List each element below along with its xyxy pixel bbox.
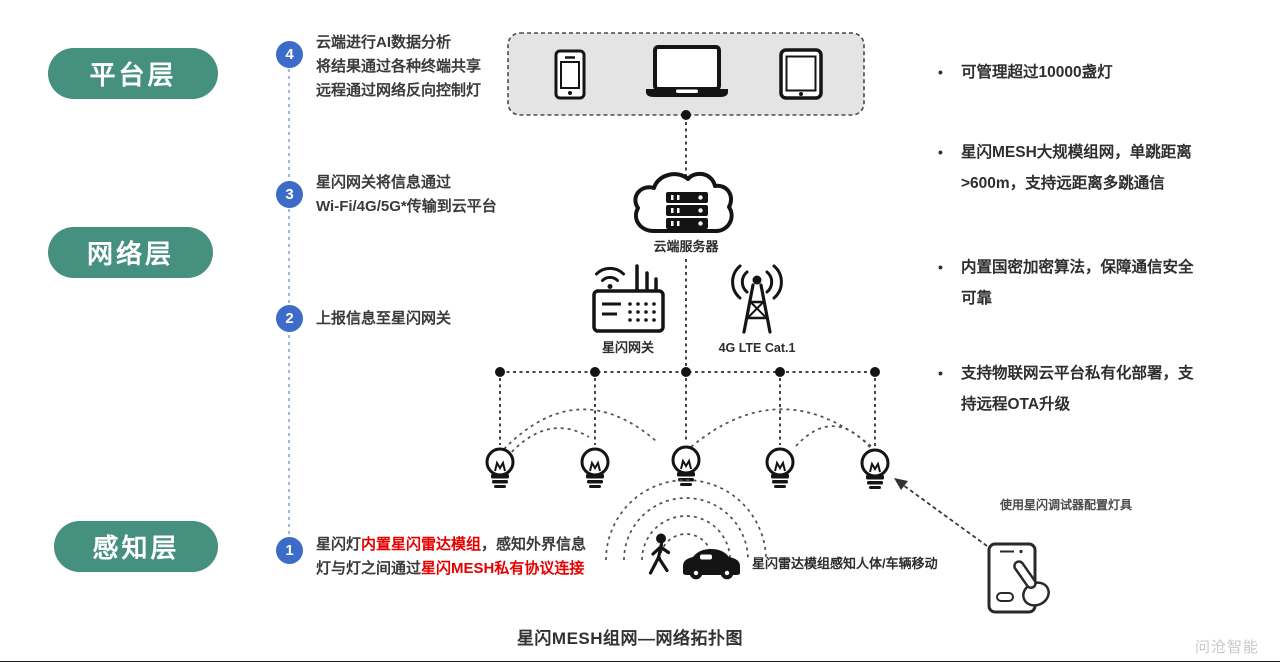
step-badge-2: 2 [276,305,303,332]
feature-2-line-2: >600m，支持远距离多跳通信 [961,175,1165,192]
mesh-backbone [495,367,880,458]
feature-item-3: • 内置国密加密算法，保障通信安全 可靠 [938,252,1194,314]
feature-4-line-1: 支持物联网云平台私有化部署，支 [961,365,1194,382]
step-4-text: 云端进行AI数据分析 将结果通过各种终端共享 远程通过网络反向控制灯 [316,31,481,103]
radar-label: 星闪雷达模组感知人体/车辆移动 [752,556,938,571]
layer-pill-platform: 平台层 [48,48,218,99]
smartphone-icon [554,49,586,100]
light-bulb-icon [765,447,795,490]
light-bulb-icon [485,447,515,490]
mesh-link-arc [506,427,590,458]
car-icon [683,549,740,580]
layer-pill-network: 网络层 [48,227,213,278]
step-4-line-2: 将结果通过各种终端共享 [316,58,482,75]
topology-diagram: 云端服务器 星闪网关 [485,32,1132,614]
mesh-link-arc [690,408,872,448]
bullet-icon: • [938,144,943,160]
feature-3-line-2: 可靠 [961,290,993,307]
cloud-server-label: 云端服务器 [653,239,719,254]
step-badge-3: 3 [276,181,303,208]
watermark: 问沧智能 [1195,639,1260,656]
light-bulb-row [485,445,890,491]
light-bulb-icon [580,447,610,490]
step-2-text: 上报信息至星闪网关 [316,307,451,331]
step-connector-line [288,55,290,551]
laptop-icon [646,45,728,97]
feature-item-2: • 星闪MESH大规模组网，单跳距离 >600m，支持远距离多跳通信 [938,137,1192,199]
step-3-line-1: 星闪网关将信息通过 [316,174,452,191]
step-4-line-3: 远程通过网络反向控制灯 [316,82,482,99]
arrow-head [894,478,908,490]
pedestrian-icon [648,533,671,575]
bullet-icon: • [938,64,943,80]
mesh-link-arc [795,425,874,452]
step-1-line-2: 灯与灯之间通过星闪MESH私有协议连接 [316,560,585,577]
radar-waves-icon [605,479,767,561]
lte-label: 4G LTE Cat.1 [719,341,796,355]
lte-tower-icon [731,264,783,334]
gateway-label: 星闪网关 [602,340,654,355]
highlighted-text: 内置星闪雷达模组 [361,536,482,553]
debugger-label: 使用星闪调试器配置灯具 [999,497,1132,512]
terminal-devices-box [507,32,865,120]
feature-4-line-2: 持远程OTA升级 [961,396,1071,413]
bullet-icon: • [938,365,943,381]
layer-pill-perception: 感知层 [54,521,218,572]
cloud-server-icon [633,171,734,233]
step-2-line-1: 上报信息至星闪网关 [316,310,452,327]
feature-2-line-1: 星闪MESH大规模组网，单跳距离 [961,144,1192,161]
step-badge-1: 1 [276,537,303,564]
feature-3-line-1: 内置国密加密算法，保障通信安全 [961,259,1194,276]
diagram-title: 星闪MESH组网—网络拓扑图 [516,629,744,648]
highlighted-text: 星闪MESH私有协议连接 [421,560,585,577]
dashed-arrow-icon [902,484,988,547]
light-bulb-icon [860,448,890,491]
feature-item-1: • 可管理超过10000盏灯 [938,57,1113,88]
gateway-router-icon [592,264,665,333]
feature-1-line-1: 可管理超过10000盏灯 [961,64,1113,81]
step-3-text: 星闪网关将信息通过 Wi-Fi/4G/5G*传输到云平台 [316,171,497,219]
mesh-link-arc [503,408,657,450]
step-1-line-1: 星闪灯内置星闪雷达模组，感知外界信息 [316,536,587,553]
step-3-line-2: Wi-Fi/4G/5G*传输到云平台 [316,198,497,215]
tablet-icon [779,48,823,100]
step-badge-4: 4 [276,41,303,68]
bullet-icon: • [938,259,943,275]
touch-phone-icon [987,542,1050,614]
step-1-text: 星闪灯内置星闪雷达模组，感知外界信息 灯与灯之间通过星闪MESH私有协议连接 [316,533,586,581]
feature-item-4: • 支持物联网云平台私有化部署，支 持远程OTA升级 [938,358,1194,420]
step-4-line-1: 云端进行AI数据分析 [316,34,452,51]
